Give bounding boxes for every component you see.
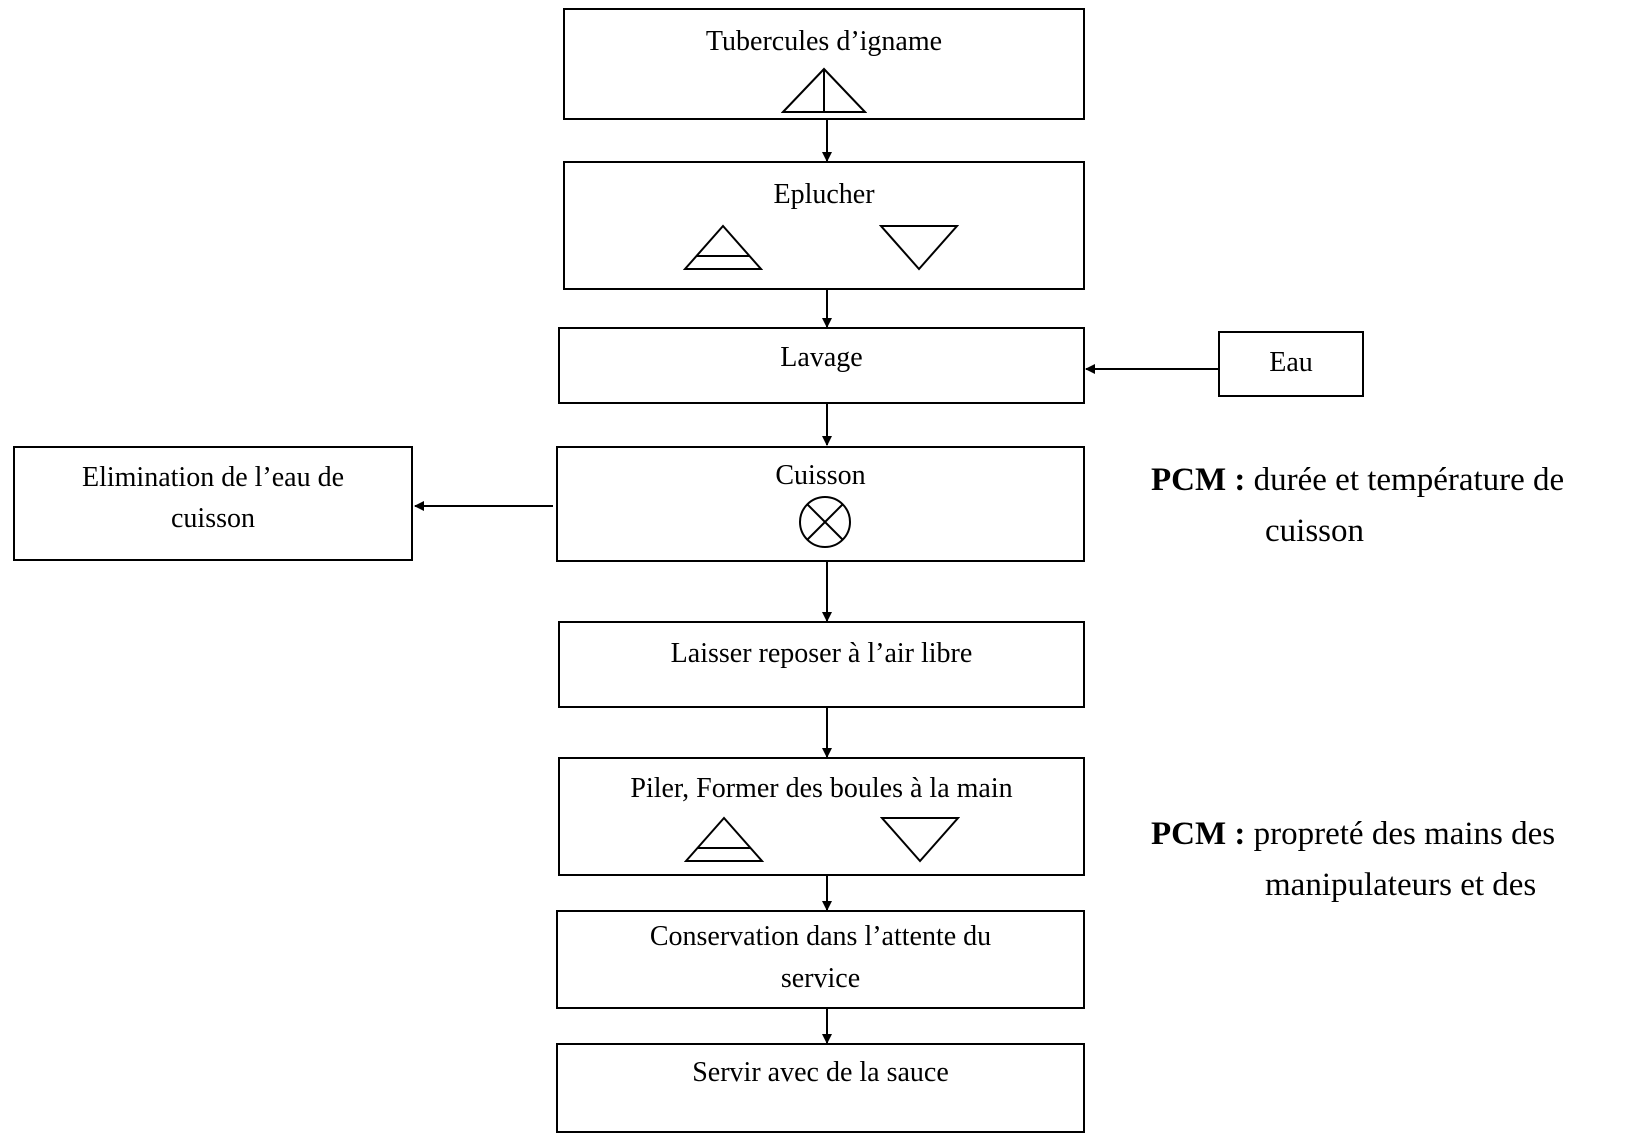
step-reposer-label: Laisser reposer à l’air libre [670,638,973,669]
output-elimination-line1: Elimination de l’eau de [81,462,345,493]
step-tubercules-label: Tubercules d’igname [705,26,943,57]
step-piler-label: Piler, Former des boules à la main [630,773,1013,804]
pcm-cuisson-label: PCM : [1151,462,1246,498]
output-elimination: Elimination de l’eau de cuisson [13,446,413,561]
triangle-bar-icon [683,224,763,270]
step-conservation: Conservation dans l’attente du service [556,910,1085,1009]
step-conservation-line2: service [780,963,861,994]
step-conservation-line1: Conservation dans l’attente du [649,921,992,952]
circled-x-icon [799,496,851,548]
step-lavage-label: Lavage [780,342,863,373]
step-eplucher: Eplucher [563,161,1085,290]
step-eplucher-label: Eplucher [773,179,875,210]
step-tubercules: Tubercules d’igname [563,8,1085,120]
triangle-bar-icon [684,816,764,862]
step-cuisson: Cuisson [556,446,1085,562]
pcm-piler-line1: propreté des mains des [1253,816,1556,852]
pcm-piler-note: PCM : propreté des mains des manipulateu… [1151,810,1621,903]
pcm-cuisson-note: PCM : durée et température de cuisson [1151,456,1621,549]
output-elimination-line2: cuisson [171,503,255,534]
input-eau: Eau [1218,331,1364,397]
pcm-cuisson-line2: cuisson [1265,513,1364,549]
step-lavage: Lavage [558,327,1085,404]
pcm-cuisson-line1: durée et température de [1253,462,1565,498]
step-servir-label: Servir avec de la sauce [692,1057,949,1088]
pcm-piler-label: PCM : [1151,816,1246,852]
pcm-piler-line2: manipulateurs et des [1265,867,1537,903]
step-reposer: Laisser reposer à l’air libre [558,621,1085,708]
input-eau-label: Eau [1269,347,1313,378]
inverted-triangle-icon [879,225,959,271]
step-piler: Piler, Former des boules à la main [558,757,1085,876]
step-servir: Servir avec de la sauce [556,1043,1085,1133]
triangle-split-icon [781,67,867,113]
step-cuisson-label: Cuisson [775,460,866,491]
inverted-triangle-icon [880,817,960,863]
